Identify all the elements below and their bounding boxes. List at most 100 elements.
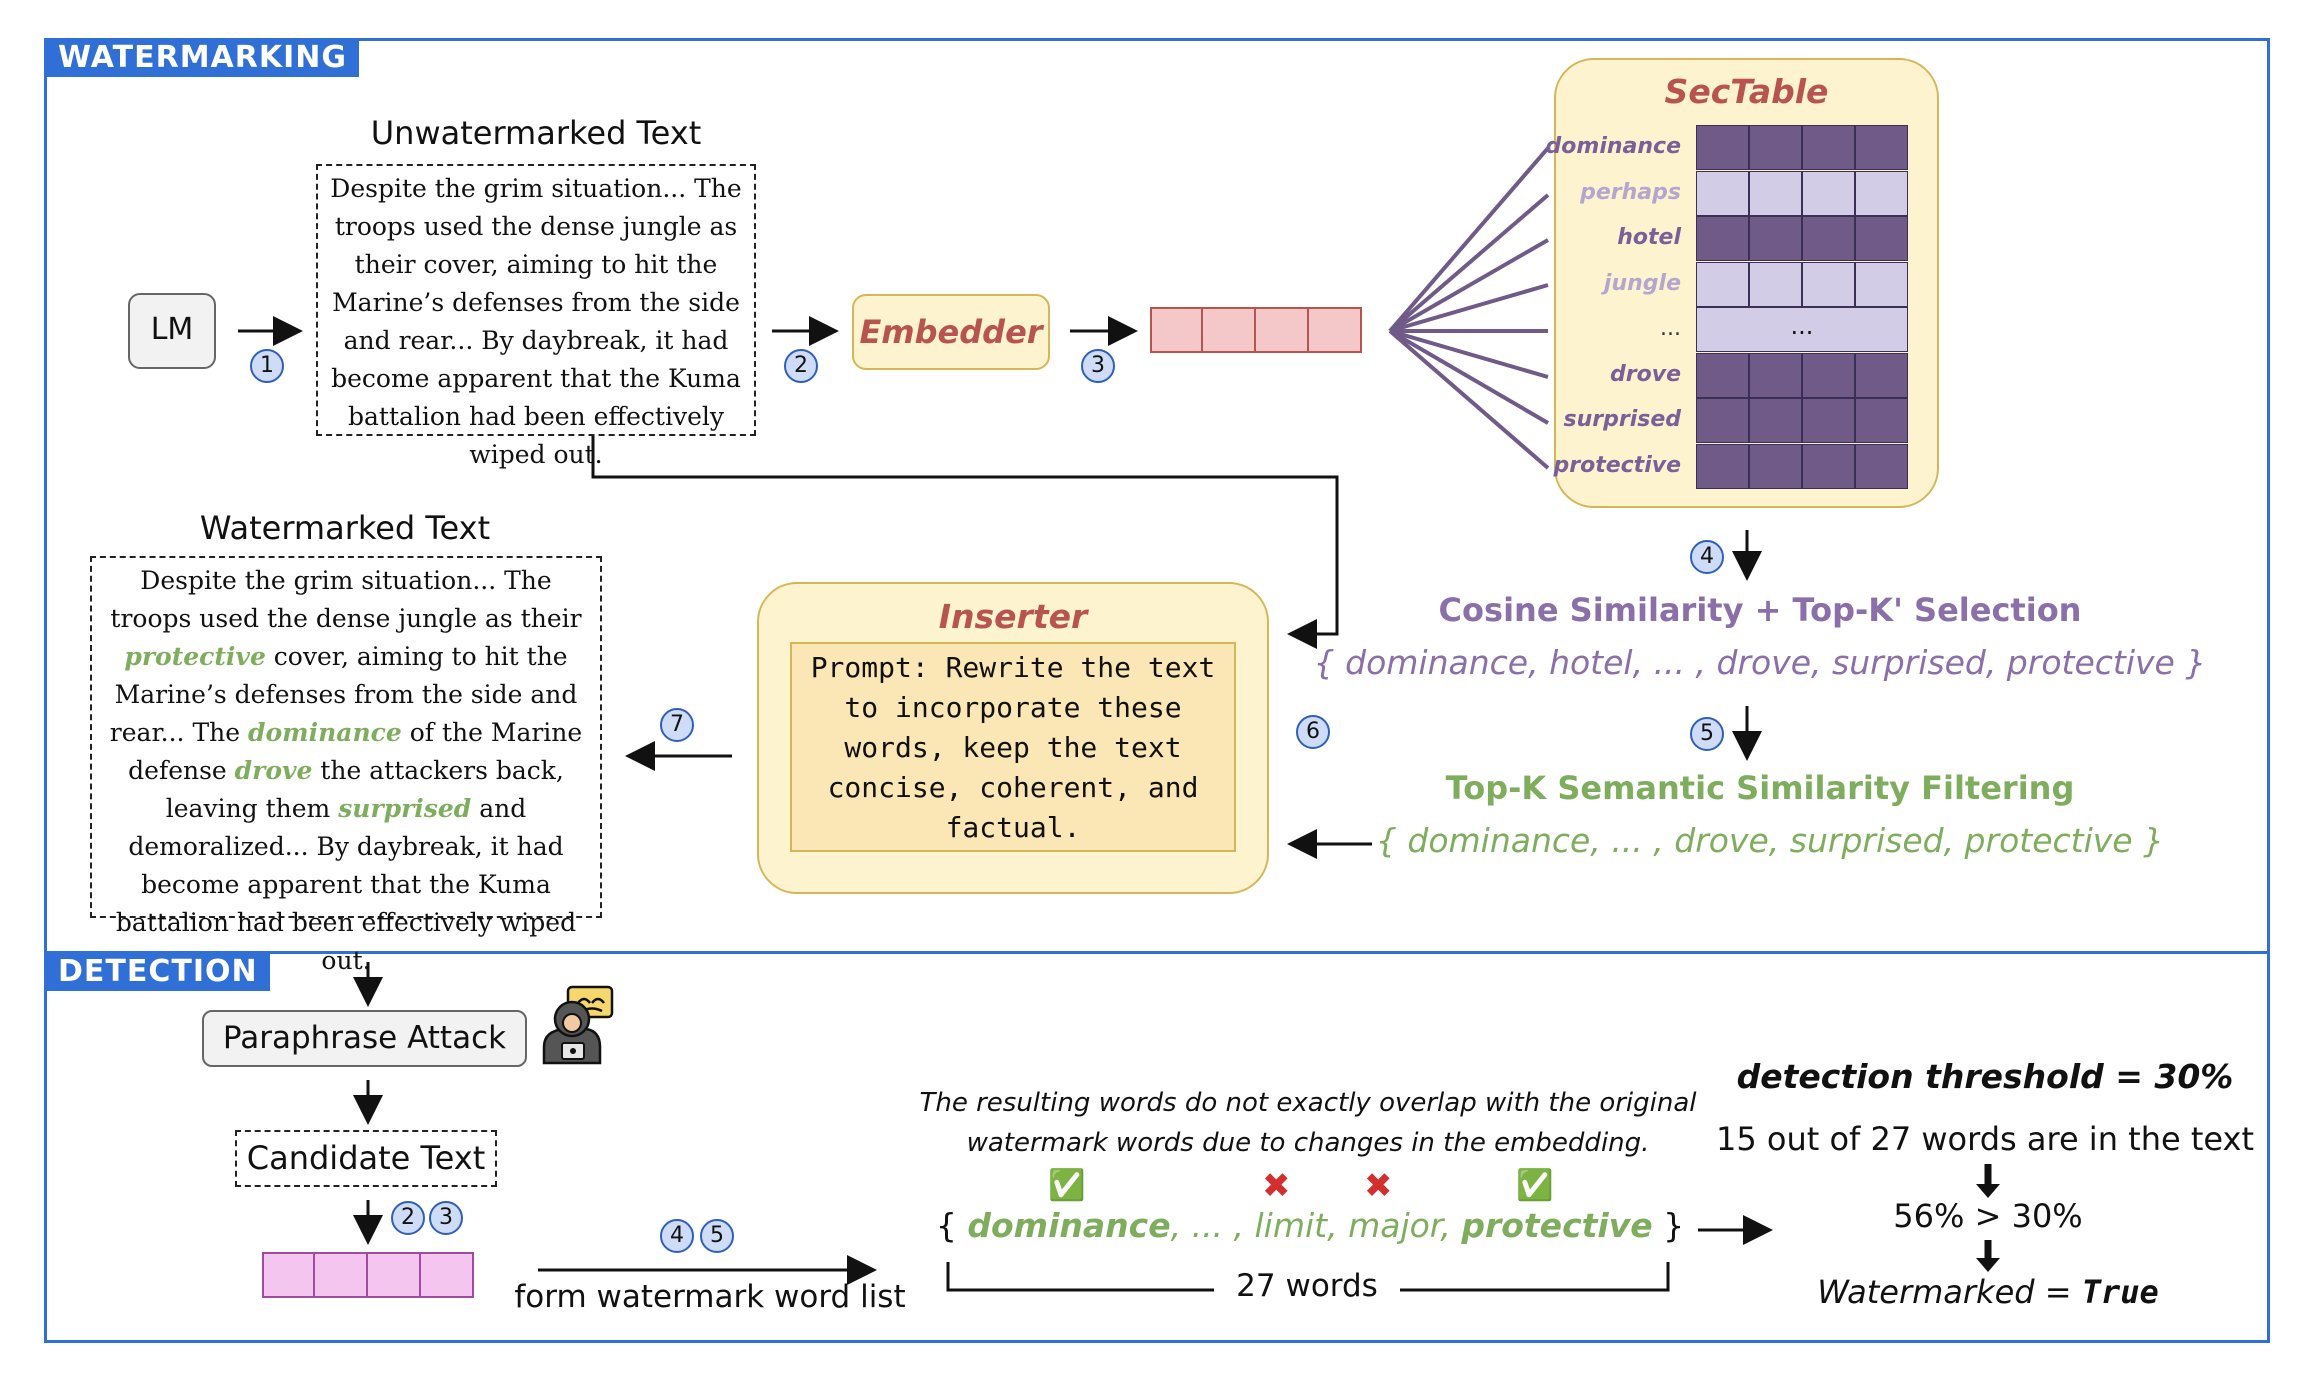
- vector-cell: [1150, 307, 1203, 353]
- sectable-word: drove: [1610, 361, 1681, 387]
- sectable-cell: [1855, 170, 1908, 216]
- sectable-row: [1696, 170, 1908, 216]
- word-ellipsis: , ... ,: [1170, 1206, 1255, 1245]
- candidate-text-box: Candidate Text: [235, 1130, 497, 1187]
- sectable-word: protective: [1553, 452, 1681, 478]
- vector-cell: [421, 1252, 474, 1298]
- embedder-label: Embedder: [859, 313, 1043, 351]
- unwatermarked-title: Unwatermarked Text: [370, 114, 702, 152]
- sectable-cell: [1855, 261, 1908, 307]
- word-count-label: 27 words: [1236, 1268, 1378, 1304]
- detected-word-list: { dominance, ... , limit, major, protect…: [930, 1206, 1690, 1245]
- cosine-title: Cosine Similarity + Top-K' Selection: [1438, 591, 2082, 629]
- result-arrows: [1976, 1164, 2000, 1272]
- sectable-row: [1696, 443, 1908, 489]
- sectable-cell: [1802, 443, 1855, 489]
- bracket-left: [946, 1262, 1214, 1292]
- verdict-prefix: Watermarked =: [1817, 1273, 2082, 1311]
- step-3-badge: 3: [1081, 349, 1115, 383]
- cosine-word-set: { dominance, hotel, ... , drove, surpris…: [1313, 643, 2207, 682]
- sectable-word: jungle: [1603, 270, 1681, 296]
- watermarked-text-segment: the attackers back, leaving them: [165, 756, 564, 823]
- watermarked-text-segment: and demoralized... By daybreak, it had b…: [115, 794, 577, 975]
- sectable-cell: [1855, 398, 1908, 443]
- result-verdict: Watermarked = True: [1750, 1273, 2226, 1311]
- fan-lines: [1388, 146, 1550, 470]
- topk-word-set: { dominance, ... , drove, surprised, pro…: [1375, 821, 2165, 860]
- sectable-cell: [1696, 398, 1749, 443]
- inserter-prompt: Prompt: Rewrite the text to incorporate …: [790, 642, 1236, 852]
- sectable-cell: [1749, 443, 1802, 489]
- word-list-close: }: [1663, 1206, 1685, 1245]
- sectable-row: [1696, 352, 1908, 398]
- sectable-cell: [1696, 216, 1749, 261]
- sectable-cell: [1749, 125, 1802, 170]
- sectable-cell: [1802, 352, 1855, 398]
- sectable-word: hotel: [1617, 225, 1681, 250]
- sectable-cell: [1749, 398, 1802, 443]
- vector-cell: [1203, 307, 1256, 353]
- inserter-title: Inserter: [938, 597, 1088, 636]
- arrow-text-to-inserter: [591, 436, 1339, 649]
- step-7-badge: 7: [660, 708, 694, 742]
- sectable-cell: [1696, 125, 1749, 170]
- detection-step-4-badge: 4: [660, 1219, 694, 1253]
- sectable-cell: [1749, 261, 1802, 307]
- sectable-cell: [1802, 398, 1855, 443]
- embedder-box: Embedder: [852, 294, 1050, 370]
- check-icon: ✅: [1516, 1168, 1554, 1203]
- inserted-watermark-word: protective: [124, 642, 266, 671]
- sectable-row: [1696, 261, 1908, 307]
- hacker-icon: [542, 985, 614, 1065]
- sectable-row: [1696, 125, 1908, 170]
- sectable-word: dominance: [1545, 134, 1681, 159]
- sectable-cell: [1855, 443, 1908, 489]
- inserted-watermark-word: surprised: [338, 794, 472, 823]
- word-unmatched: limit, major,: [1254, 1206, 1451, 1245]
- detection-step-2-badge: 2: [391, 1201, 425, 1235]
- inserted-watermark-word: dominance: [247, 718, 402, 747]
- sectable-row: ...: [1696, 307, 1908, 352]
- watermarked-text-segment: Despite the grim situation... The troops…: [110, 566, 582, 633]
- sectable-cell: [1855, 352, 1908, 398]
- sectable-cell: [1696, 170, 1749, 216]
- step-1-badge: 1: [250, 349, 284, 383]
- sectable-row: [1696, 398, 1908, 443]
- paraphrase-attack-box: Paraphrase Attack: [202, 1010, 527, 1067]
- sectable-cell: [1855, 125, 1908, 170]
- vector-cell: [262, 1252, 315, 1298]
- bracket-right: [1400, 1262, 1670, 1292]
- topk-title: Top-K Semantic Similarity Filtering: [1445, 769, 2075, 807]
- detection-step-5-badge: 5: [700, 1219, 734, 1253]
- candidate-text-label: Candidate Text: [246, 1139, 486, 1177]
- sectable-title: SecTable: [1664, 72, 1829, 111]
- sectable-cell: [1749, 352, 1802, 398]
- cross-icon: ✖: [1364, 1166, 1393, 1206]
- embedding-vector: [1150, 307, 1362, 353]
- check-icon: ✅: [1048, 1168, 1086, 1203]
- sectable-cell: [1696, 352, 1749, 398]
- sectable-cell: [1855, 216, 1908, 261]
- cross-icon: ✖: [1262, 1166, 1291, 1206]
- vector-cell: [368, 1252, 421, 1298]
- watermarked-title: Watermarked Text: [199, 509, 491, 547]
- verdict-value: True: [2081, 1273, 2159, 1311]
- detection-section: [44, 951, 2270, 1343]
- word-list-open: {: [935, 1206, 957, 1245]
- step-6-badge: 6: [1296, 715, 1330, 749]
- sectable-cell: [1749, 170, 1802, 216]
- sectable-row: [1696, 216, 1908, 261]
- detection-step-3-badge: 3: [429, 1201, 463, 1235]
- step-4-badge: 4: [1690, 540, 1724, 574]
- sectable-word: ...: [1660, 316, 1681, 341]
- detection-note: The resulting words do not exactly overl…: [919, 1088, 1697, 1158]
- sectable-word: surprised: [1563, 407, 1681, 432]
- sectable-cell: [1802, 216, 1855, 261]
- sectable-cell: [1802, 125, 1855, 170]
- sectable-cell: [1802, 261, 1855, 307]
- watermarked-text-segment: cover, aiming to hit the Marine’s defens…: [109, 642, 578, 747]
- word-dominance: dominance: [967, 1206, 1171, 1245]
- detection-threshold: detection threshold = 30%: [1736, 1057, 2234, 1096]
- vector-cell: [315, 1252, 368, 1298]
- sectable-cell: [1749, 216, 1802, 261]
